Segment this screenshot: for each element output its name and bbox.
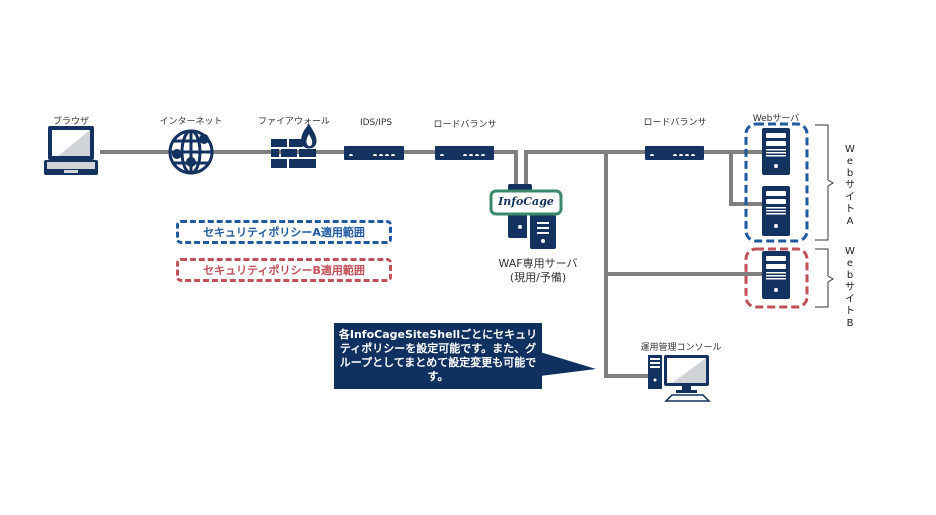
web-server-a2-icon bbox=[762, 186, 790, 236]
load-balancer-1-icon bbox=[435, 146, 494, 160]
callout-pointer bbox=[540, 352, 596, 376]
label-console: 運用管理コンソール bbox=[640, 343, 722, 353]
legend-policy-b: セキュリティポリシーB適用範囲 bbox=[176, 258, 392, 282]
label-load-balancer-1: ロードバランサ bbox=[433, 120, 497, 130]
brace-site-b bbox=[815, 248, 834, 308]
line-lb2-web2 bbox=[729, 152, 762, 206]
waf-server-icon bbox=[489, 184, 563, 249]
console-computer-icon bbox=[648, 355, 711, 402]
label-website-a: WebサイトA bbox=[845, 144, 855, 227]
load-balancer-2-icon bbox=[645, 146, 704, 160]
label-website-b: WebサイトB bbox=[845, 246, 855, 329]
label-waf-server: WAF専用サーバ (現用/予備) bbox=[478, 257, 598, 285]
firewall-icon bbox=[271, 124, 317, 168]
label-load-balancer-2: ロードバランサ bbox=[643, 118, 707, 128]
label-internet: インターネット bbox=[159, 117, 223, 127]
label-ids-ips: IDS/IPS bbox=[359, 118, 393, 128]
label-waf-server-line1: WAF専用サーバ bbox=[498, 257, 578, 270]
policy-b-scope-frame bbox=[744, 247, 809, 309]
infocage-logo: InfoCage bbox=[498, 195, 554, 208]
web-server-a1-icon bbox=[762, 128, 790, 175]
callout-text: 各InfoCageSiteShellごとにセキュリティポリシーを設定可能です。ま… bbox=[338, 328, 538, 383]
web-server-b-icon bbox=[762, 251, 790, 299]
line-waf-backbone bbox=[524, 150, 645, 186]
legend-policy-a-label: セキュリティポリシーA適用範囲 bbox=[203, 226, 365, 239]
callout-box: 各InfoCageSiteShellごとにセキュリティポリシーを設定可能です。ま… bbox=[334, 323, 542, 389]
legend-policy-b-label: セキュリティポリシーB適用範囲 bbox=[203, 264, 365, 277]
brace-site-a bbox=[815, 124, 834, 241]
label-waf-server-line2: (現用/予備) bbox=[509, 271, 567, 284]
label-firewall: ファイアウォール bbox=[257, 117, 330, 127]
label-web-server: Webサーバ bbox=[752, 114, 800, 124]
laptop-icon bbox=[44, 126, 98, 175]
globe-icon bbox=[168, 129, 214, 175]
infocage-logo-frame bbox=[489, 189, 563, 216]
ids-ips-device-icon bbox=[344, 146, 404, 160]
label-browser: ブラウザ bbox=[52, 117, 89, 127]
legend-policy-a: セキュリティポリシーA適用範囲 bbox=[176, 220, 392, 244]
line-lb-waf-1 bbox=[494, 150, 518, 186]
